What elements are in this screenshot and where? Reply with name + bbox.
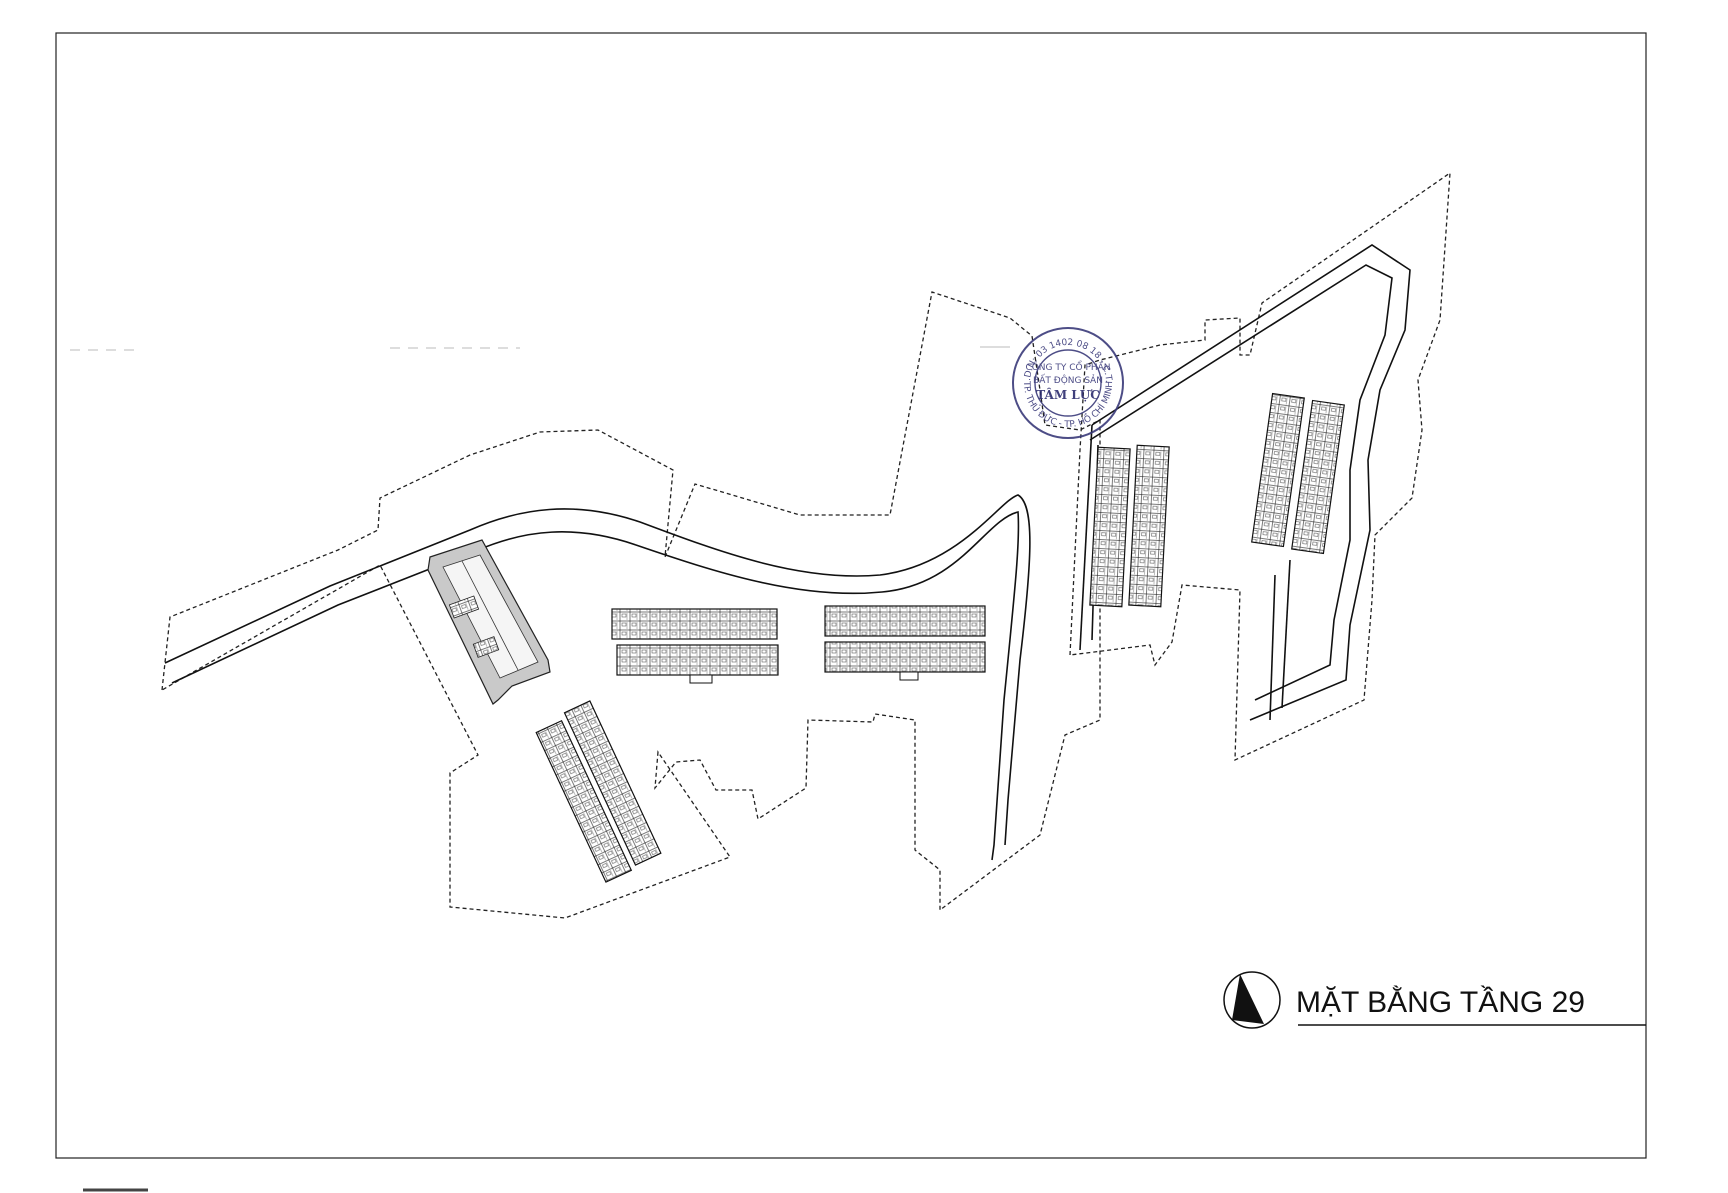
seal-line-3: TÂM LỰC [1036,387,1100,402]
seal-line-1: CÔNG TY CỔ PHẦN [1025,360,1110,373]
internal-road [164,244,1411,861]
sheet-title: MẶT BẰNG TẦNG 29 [1296,985,1585,1019]
podium-building [427,539,551,705]
seal-arc-top: M.S.D.N: 03 1402 08 18 - C.T.C.P [0,0,1113,383]
seal-line-2: BẤT ĐỘNG SẢN [1033,374,1103,386]
site-boundary-west [161,291,1101,919]
residential-block-a [611,608,779,684]
drawing-frame [55,32,1647,1159]
company-seal: M.S.D.N: 03 1402 08 18 - C.T.C.P TP. THỦ… [0,0,1124,439]
residential-block-d [1089,444,1170,608]
north-arrow-icon [1223,971,1281,1029]
site-boundary-east [1069,171,1451,762]
residential-block-e [1251,392,1345,555]
scan-marks [70,346,1010,1192]
residential-block-b [824,605,986,681]
residential-block-c [535,700,662,883]
